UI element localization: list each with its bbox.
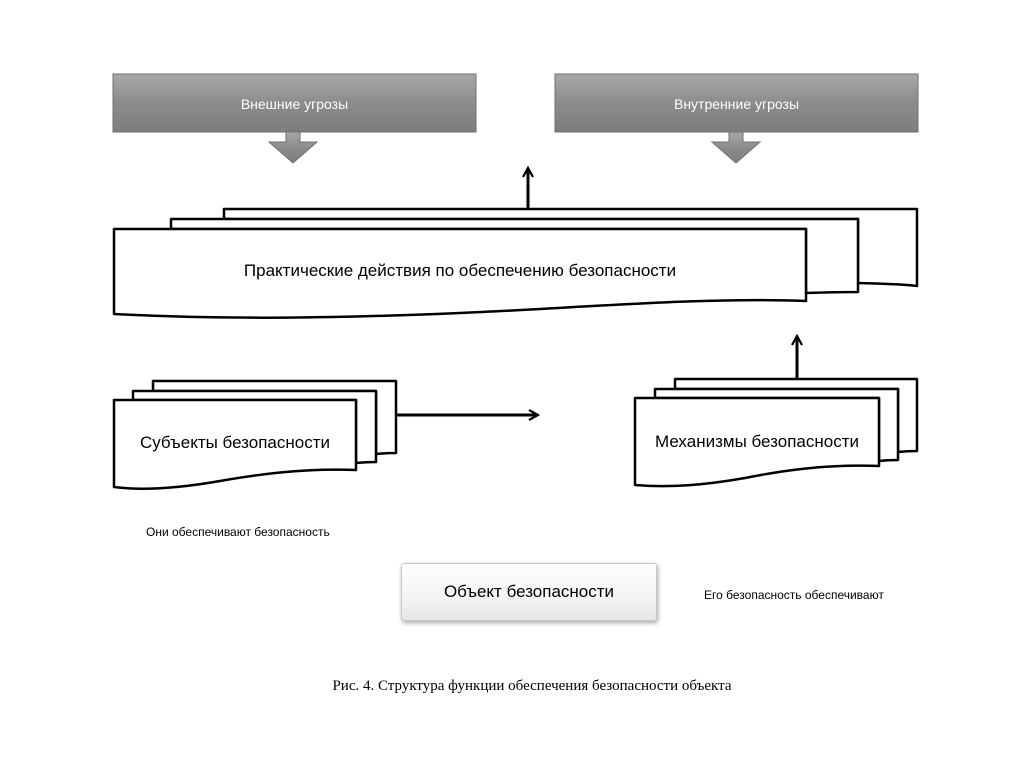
- internal-threats-label: Внутренние угрозы: [673, 96, 799, 112]
- internal-threats-arrow-icon: [710, 131, 762, 164]
- security-object-box: Объект безопасности: [401, 563, 657, 621]
- subjects-note: Они обеспечивают безопасность: [146, 525, 330, 539]
- external-threats-box: [112, 73, 477, 164]
- practical-actions-label: Практические действия по обеспечению без…: [243, 261, 677, 280]
- figure-caption: Рис. 4. Структура функции обеспечения бе…: [332, 678, 732, 694]
- security-object-label: Объект безопасности: [443, 582, 615, 601]
- external-threats-label: Внешние угрозы: [240, 96, 349, 112]
- object-note: Его безопасность обеспечивают: [704, 588, 884, 602]
- mechanisms-label: Механизмы безопасности: [655, 432, 859, 451]
- internal-threats-box: [554, 73, 919, 164]
- external-threats-arrow-icon: [267, 131, 319, 164]
- subjects-label: Субъекты безопасности: [139, 433, 331, 452]
- mechanisms-shape: [633, 377, 919, 488]
- subjects-shape: [112, 379, 398, 491]
- practical-actions-shape: [112, 207, 919, 319]
